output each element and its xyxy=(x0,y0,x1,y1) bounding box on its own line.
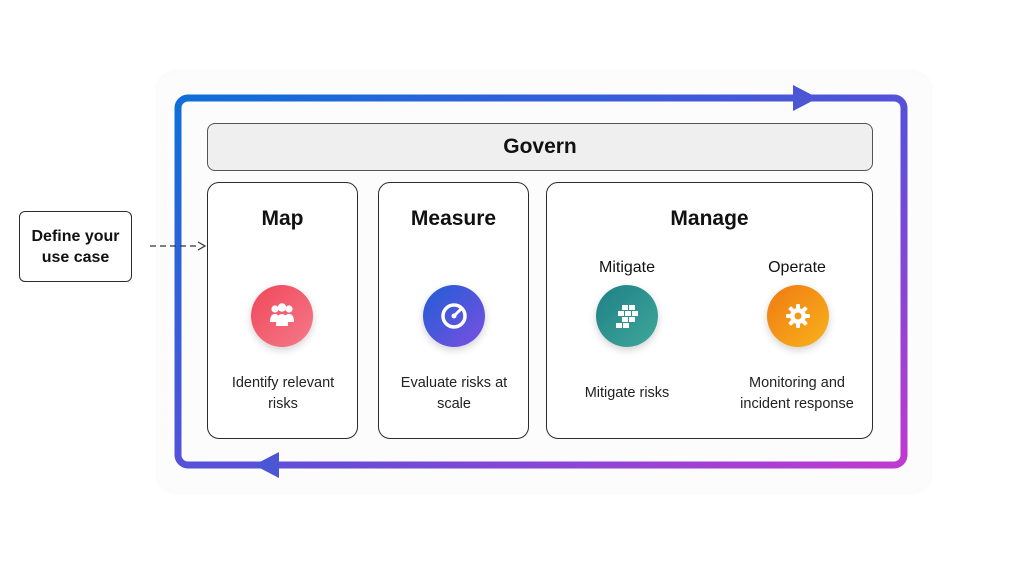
blocks-icon xyxy=(616,305,638,328)
operate-description: Monitoring and incident response xyxy=(740,375,854,412)
map-title: Map xyxy=(261,207,304,230)
connector-arrowhead-icon xyxy=(197,241,207,251)
measure-title: Measure xyxy=(410,207,497,230)
measure-description: Evaluate risks at scale xyxy=(400,375,508,412)
gear-icon xyxy=(786,304,810,328)
mitigate-title: Mitigate xyxy=(598,259,656,276)
map-icon-circle xyxy=(251,285,313,347)
map-card: Map Identify relevant risks xyxy=(207,182,358,439)
loop-frame xyxy=(174,94,908,469)
mitigate-description: Mitigate risks xyxy=(584,385,670,401)
define-use-case-label: Define your use case xyxy=(31,227,120,266)
operate-icon-circle xyxy=(767,285,829,347)
govern-label: Govern xyxy=(503,135,577,158)
people-group-icon xyxy=(270,303,294,326)
manage-title: Manage xyxy=(670,207,749,230)
define-use-case-box: Define your use case xyxy=(19,211,132,282)
govern-bar: Govern xyxy=(207,123,873,171)
arrow-right-icon xyxy=(793,85,818,111)
measure-card: Measure Evaluate risks at scale xyxy=(378,182,529,439)
manage-card: Manage Mitigate Mitigate risks Operate xyxy=(546,182,873,439)
arrow-left-icon xyxy=(254,452,279,478)
mitigate-icon-circle xyxy=(596,285,658,347)
measure-icon-circle xyxy=(423,285,485,347)
map-description: Identify relevant risks xyxy=(231,375,335,412)
gauge-icon xyxy=(441,303,467,329)
operate-title: Operate xyxy=(768,259,826,276)
